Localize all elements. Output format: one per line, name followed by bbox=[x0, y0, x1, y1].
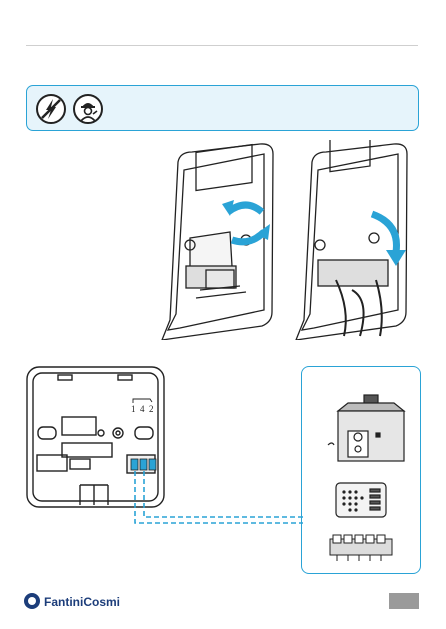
mounting-illustrations bbox=[0, 140, 446, 340]
brand-logo: FantiniCosmi bbox=[24, 592, 144, 614]
warning-banner bbox=[26, 85, 419, 131]
top-divider bbox=[26, 45, 418, 46]
accessories bbox=[302, 367, 420, 573]
brand-name: FantiniCosmi bbox=[44, 595, 120, 609]
brand-mark-icon bbox=[24, 593, 40, 609]
wall-plate-right bbox=[296, 140, 407, 340]
no-power-icon bbox=[35, 93, 67, 125]
room-sensor-icon bbox=[336, 483, 386, 517]
page-number-tab bbox=[389, 593, 419, 609]
terminal-label-4: 4 bbox=[140, 404, 145, 414]
terminal-label-2: 2 bbox=[149, 404, 154, 414]
technician-icon bbox=[72, 93, 104, 125]
accessory-panel bbox=[301, 366, 421, 574]
terminal-block bbox=[131, 459, 156, 470]
terminal-label-1: 1 bbox=[131, 404, 136, 414]
terminal-strip-icon bbox=[330, 535, 392, 561]
base-plate bbox=[27, 367, 164, 507]
probe-sensor-icon bbox=[328, 395, 404, 461]
